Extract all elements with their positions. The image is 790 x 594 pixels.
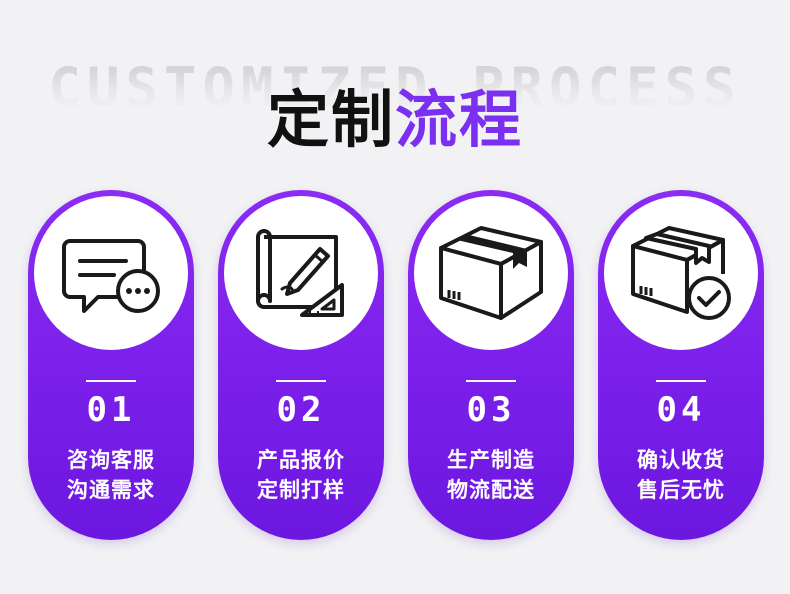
page-title: 定制流程 bbox=[0, 80, 790, 160]
step-line-2: 售后无忧 bbox=[637, 478, 725, 502]
step-card-1: 01 咨询客服 沟通需求 bbox=[28, 190, 194, 540]
step-card-3: 03 生产制造 物流配送 bbox=[408, 190, 574, 540]
step-divider bbox=[656, 380, 706, 382]
blueprint-pencil-icon bbox=[256, 229, 344, 317]
step-divider bbox=[276, 380, 326, 382]
page-title-dark: 定制 bbox=[266, 83, 395, 156]
chat-bubble-icon bbox=[62, 239, 160, 313]
step-line-1: 确认收货 bbox=[637, 448, 725, 472]
page-title-accent: 流程 bbox=[395, 83, 524, 156]
step-number: 02 bbox=[276, 390, 326, 430]
step-number: 01 bbox=[86, 390, 136, 430]
step-icon-disc bbox=[414, 196, 568, 350]
step-line-2: 沟通需求 bbox=[67, 478, 155, 502]
step-line-2: 物流配送 bbox=[447, 478, 535, 502]
box-check-icon bbox=[631, 226, 731, 320]
step-number: 04 bbox=[656, 390, 706, 430]
background-watermark-title: CUSTOMIZED PROCESS bbox=[0, 56, 790, 119]
step-card-2: 02 产品报价 定制打样 bbox=[218, 190, 384, 540]
step-line-2: 定制打样 bbox=[257, 478, 345, 502]
step-card-4: 04 确认收货 售后无忧 bbox=[598, 190, 764, 540]
step-line-1: 生产制造 bbox=[447, 448, 535, 472]
step-divider bbox=[466, 380, 516, 382]
step-number: 03 bbox=[466, 390, 516, 430]
step-divider bbox=[86, 380, 136, 382]
shipping-box-icon bbox=[439, 226, 543, 320]
step-line-1: 产品报价 bbox=[257, 448, 345, 472]
step-icon-disc bbox=[224, 196, 378, 350]
step-icon-disc bbox=[604, 196, 758, 350]
step-line-1: 咨询客服 bbox=[67, 448, 155, 472]
step-icon-disc bbox=[34, 196, 188, 350]
